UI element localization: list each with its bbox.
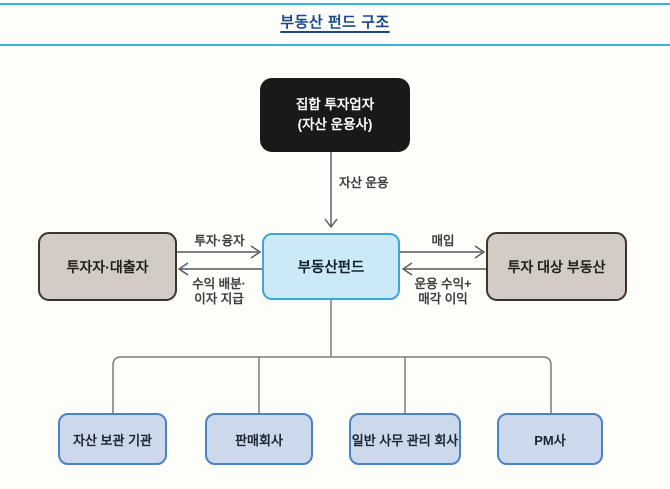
admin-company-label: 일반 사무 관리 회사 [351,432,459,448]
manager-label-line2: (자산 운용사) [297,117,373,132]
node-investors-lenders: 투자자·대출자 [38,232,177,301]
sales-company-label: 판매회사 [235,432,283,448]
operating-return-line2: 매각 이익 [418,292,468,306]
header-top-rule [0,3,670,5]
edge-label-asset-management: 자산 운용 [339,176,389,190]
page-title: 부동산 펀드 구조 [0,11,670,32]
page-title-text: 부동산 펀드 구조 [280,14,390,31]
operating-return-line1: 운용 수익+ [414,277,472,291]
edge-label-purchase: 매입 [431,234,455,248]
node-sales-company: 판매회사 [205,413,313,465]
tree-connector [112,300,552,413]
arrow-left-operating-return [401,262,486,276]
profit-distribution-line1: 수익 배분· [192,277,246,291]
node-admin-company: 일반 사무 관리 회사 [349,413,461,465]
node-real-estate-fund: 부동산펀드 [262,233,400,300]
pm-company-label: PM사 [534,432,566,448]
node-asset-custodian: 자산 보관 기관 [58,413,167,465]
custodian-label: 자산 보관 기관 [73,432,152,448]
node-collective-investment-manager: 집합 투자업자 (자산 운용사) [260,78,410,152]
arrow-down-asset-management [324,152,338,229]
investors-label: 투자자·대출자 [66,258,149,275]
edge-label-profit-distribution: 수익 배분· 이자 지급 [173,277,265,307]
arrow-left-profit-distribution [177,262,262,276]
fund-label: 부동산펀드 [297,260,365,276]
node-target-property: 투자 대상 부동산 [486,232,627,301]
header-bottom-rule [0,44,670,46]
edge-label-investment-loan: 투자·융자 [194,234,245,248]
target-property-label: 투자 대상 부동산 [507,258,606,275]
edge-label-operating-return: 운용 수익+ 매각 이익 [396,277,490,307]
node-pm-company: PM사 [497,413,603,465]
profit-distribution-line2: 이자 지급 [194,292,244,306]
manager-label-line1: 집합 투자업자 [295,96,375,112]
